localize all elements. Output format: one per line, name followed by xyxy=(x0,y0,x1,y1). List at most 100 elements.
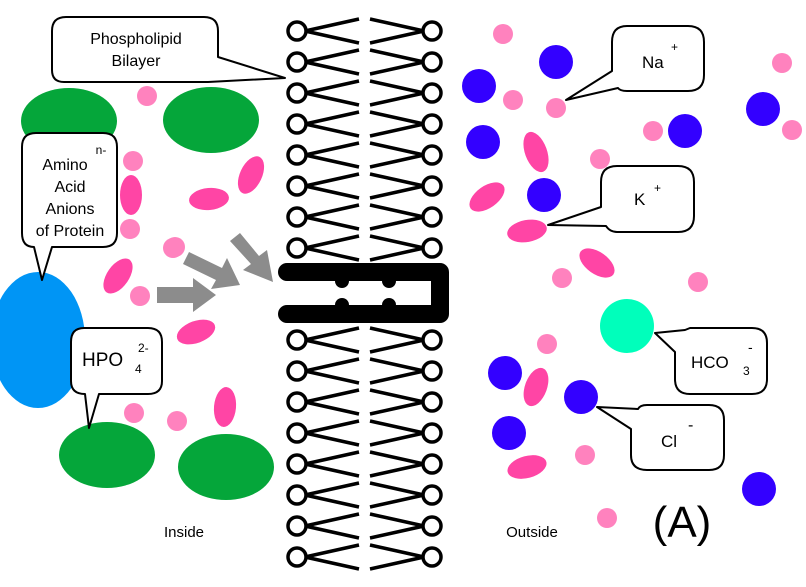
lipid-head-inner xyxy=(286,82,308,104)
lipid-tail xyxy=(304,79,360,95)
lipid-tail xyxy=(304,215,360,231)
lipid-tail xyxy=(369,184,425,200)
sodium-ion xyxy=(130,286,150,306)
protein-green-4 xyxy=(178,434,274,500)
lipid-head-outer xyxy=(421,329,443,351)
lipid-tail xyxy=(369,122,425,138)
potassium-ion xyxy=(103,258,133,294)
lipid-tail xyxy=(369,357,425,373)
lipid-head-inner xyxy=(286,515,308,537)
callout-amino-charge: n- xyxy=(96,143,107,157)
phospholipid-row xyxy=(286,543,443,571)
lipid-tail xyxy=(304,481,360,497)
panel-label: (A) xyxy=(653,498,712,547)
callout-potassium-charge: + xyxy=(654,181,661,195)
lipid-head-outer xyxy=(421,113,443,135)
phospholipid-row xyxy=(286,357,443,385)
phospholipid-row xyxy=(286,203,443,231)
lipid-tail xyxy=(369,493,425,509)
lipid-head-outer xyxy=(421,453,443,475)
lipid-tail xyxy=(304,555,360,571)
lipid-tail xyxy=(369,400,425,416)
phospholipid-row xyxy=(286,79,443,107)
lipid-tail xyxy=(304,431,360,447)
chloride-ion xyxy=(527,178,561,212)
lipid-tail xyxy=(304,450,360,466)
lipid-tail xyxy=(369,246,425,262)
callout-sodium-charge: + xyxy=(671,40,678,54)
phospholipid-row xyxy=(286,450,443,478)
chloride-ion xyxy=(462,69,496,103)
lipid-head-inner xyxy=(286,206,308,228)
sodium-ion xyxy=(590,149,610,169)
lipid-head-outer xyxy=(421,546,443,568)
sodium-ion xyxy=(167,411,187,431)
callout-chloride-base: Cl xyxy=(661,432,677,451)
lipid-tail xyxy=(304,60,360,76)
potassium-ion xyxy=(469,182,505,212)
chloride-ion xyxy=(668,114,702,148)
phospholipid-row xyxy=(286,234,443,262)
sodium-ion xyxy=(772,53,792,73)
lipid-tail xyxy=(304,400,360,416)
lipid-tail xyxy=(369,141,425,157)
lipid-head-inner xyxy=(286,360,308,382)
phospholipid-row xyxy=(286,388,443,416)
lipid-tail xyxy=(369,481,425,497)
callout-bilayer-line1: Phospholipid xyxy=(90,31,182,48)
lipid-tail xyxy=(304,388,360,404)
lipid-tail xyxy=(304,29,360,45)
lipid-head-inner xyxy=(286,484,308,506)
callout-sodium-base: Na xyxy=(642,53,664,72)
lipid-head-outer xyxy=(421,144,443,166)
sodium-ion xyxy=(123,151,143,171)
lipid-tail xyxy=(369,153,425,169)
lipid-head-outer xyxy=(421,360,443,382)
phospholipid-row xyxy=(286,141,443,169)
lipid-tail xyxy=(369,388,425,404)
chloride-ion xyxy=(492,416,526,450)
arrow-2 xyxy=(183,252,240,289)
lipid-head-outer xyxy=(421,175,443,197)
sodium-ion xyxy=(597,508,617,528)
chloride-ion xyxy=(539,45,573,79)
callout-sodium: Na + xyxy=(565,25,705,101)
lipid-tail xyxy=(304,338,360,354)
sodium-ion xyxy=(688,272,708,292)
sodium-ion xyxy=(124,403,144,423)
sodium-ion xyxy=(537,334,557,354)
potassium-ion xyxy=(507,219,547,243)
lipid-head-inner xyxy=(286,51,308,73)
sodium-ion xyxy=(546,98,566,118)
phospholipid-row xyxy=(286,419,443,447)
lipid-tail xyxy=(369,369,425,385)
callout-amino-line3: Anions xyxy=(46,201,95,218)
lipid-tail xyxy=(369,203,425,219)
callout-bicarbonate-subscript: 3 xyxy=(743,364,750,378)
phospholipid-row xyxy=(286,512,443,540)
lipid-tail xyxy=(369,450,425,466)
lipid-head-inner xyxy=(286,20,308,42)
potassium-ion xyxy=(523,367,549,407)
lipid-head-inner xyxy=(286,329,308,351)
potassium-ion xyxy=(579,248,615,278)
callout-bicarbonate-base: HCO xyxy=(691,353,729,372)
bicarbonate-ion xyxy=(600,299,654,353)
lipid-tail xyxy=(369,79,425,95)
lipid-head-inner xyxy=(286,391,308,413)
label-inside: Inside xyxy=(164,524,204,541)
lipid-head-outer xyxy=(421,51,443,73)
chloride-ion xyxy=(488,356,522,390)
lipid-tail xyxy=(304,524,360,540)
lipid-head-outer xyxy=(421,391,443,413)
lipid-tail xyxy=(369,326,425,342)
lipid-tail xyxy=(304,543,360,559)
lipid-head-inner xyxy=(286,422,308,444)
lipid-tail xyxy=(304,172,360,188)
lipid-tail xyxy=(304,141,360,157)
callout-potassium: K + xyxy=(547,165,695,233)
lipid-tail xyxy=(304,246,360,262)
lipid-tail xyxy=(369,215,425,231)
callout-potassium-base: K xyxy=(634,190,646,209)
callout-chloride: Cl - xyxy=(596,404,725,471)
